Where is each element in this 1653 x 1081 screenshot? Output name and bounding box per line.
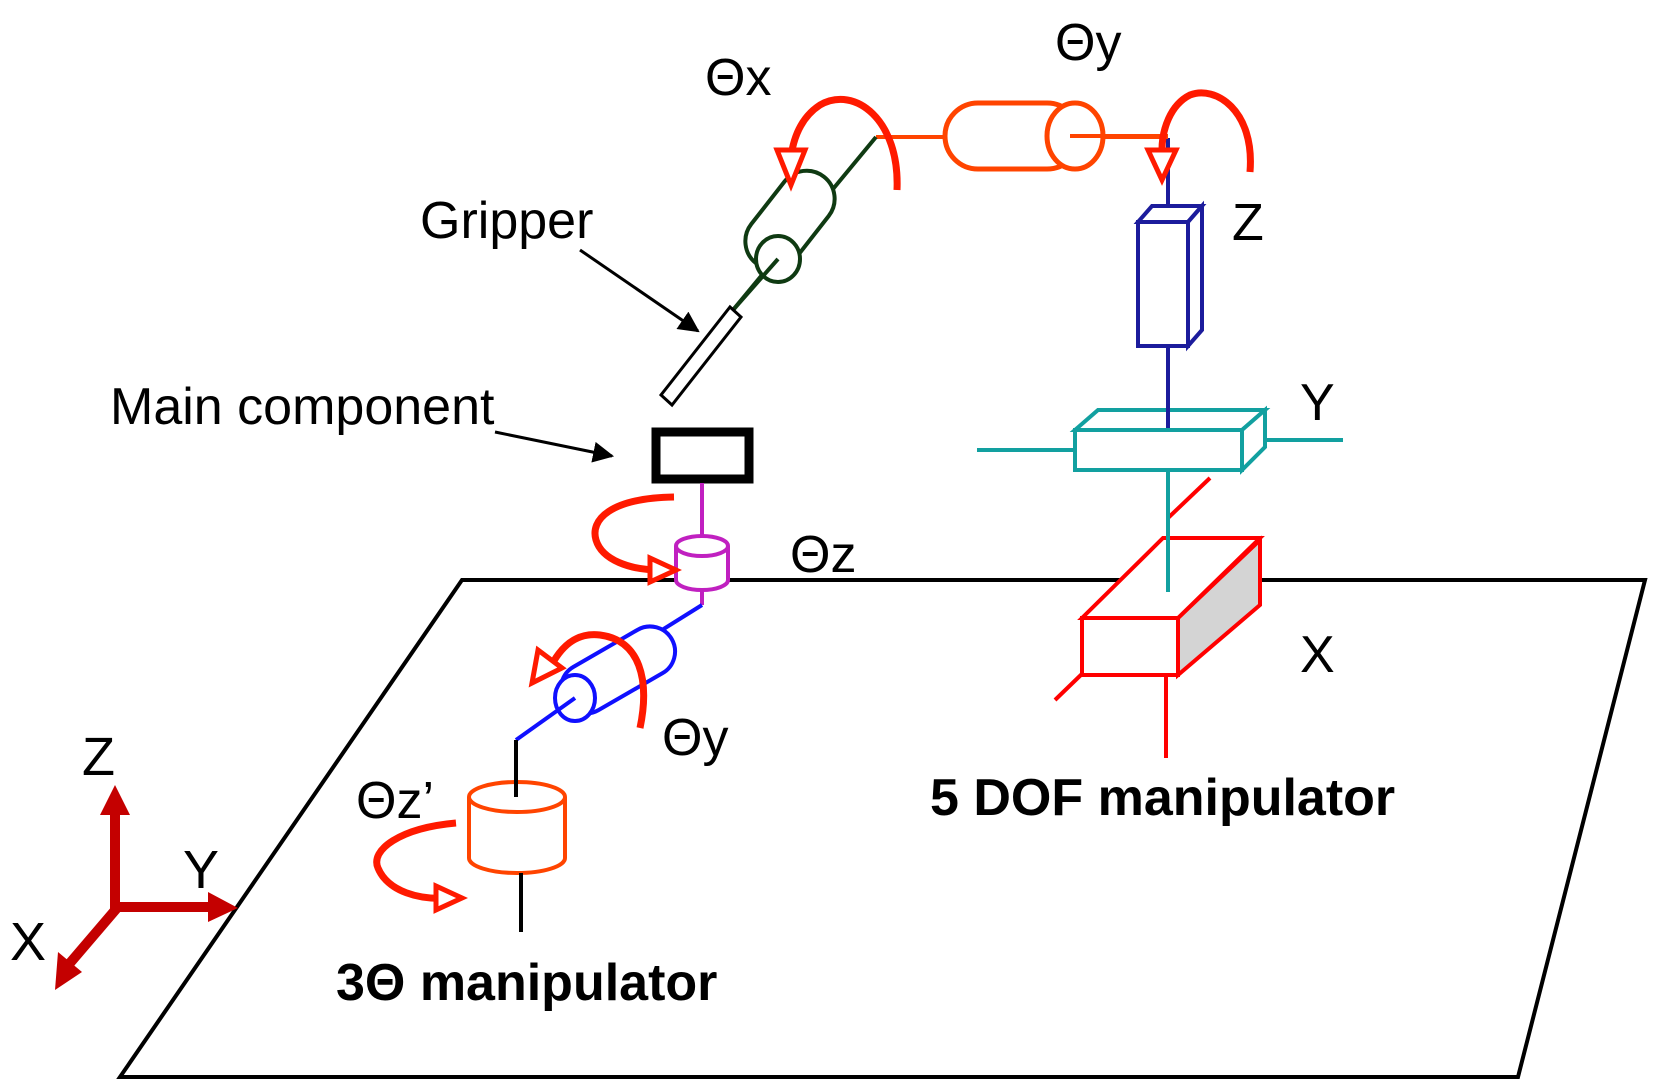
main-component-leader-arrow	[494, 430, 615, 463]
label-gripper: Gripper	[420, 192, 593, 250]
theta-y-top-arrowhead	[1144, 147, 1180, 186]
z-stage-side-face	[1186, 200, 1204, 352]
label-frame-y: Y	[183, 840, 219, 900]
label-x-stage: X	[1300, 626, 1335, 684]
theta-z-cylinder-top	[674, 534, 730, 558]
label-frame-z: Z	[82, 727, 115, 787]
label-y-stage: Y	[1300, 374, 1335, 432]
theta-x-shaft-lower	[731, 257, 780, 312]
label-theta-x-top: Θx	[705, 49, 771, 107]
theta-z-arrowhead	[647, 554, 682, 586]
frame-x-axis	[66, 904, 121, 967]
label-theta-y-bottom: Θy	[662, 709, 728, 767]
x-stage-front-face	[1080, 616, 1180, 677]
label-theta-y-top: Θy	[1055, 14, 1121, 72]
frame-x-arrowhead	[55, 952, 82, 990]
label-3-theta-manipulator: 3Θ manipulator	[336, 954, 717, 1012]
label-5-dof-manipulator: 5 DOF manipulator	[930, 769, 1395, 827]
frame-y-arrowhead	[208, 892, 238, 922]
gripper-leader-arrow	[579, 248, 700, 333]
theta-y-bottom-arrowhead	[528, 645, 567, 688]
theta-x-rotation-arrow	[786, 96, 901, 191]
theta-z-prime-cylinder	[467, 797, 567, 875]
theta-z-prime-rotation-arrow	[373, 819, 457, 902]
x-stage-rail-back	[1166, 476, 1212, 520]
label-theta-z-prime: Θz’	[356, 772, 434, 830]
theta-y-bottom-shaft-lower	[514, 696, 577, 742]
y-stage-front-face	[1073, 428, 1244, 472]
theta-y-bottom-rotation-arrow	[546, 631, 648, 729]
three-theta-manipulator	[373, 483, 730, 932]
main-component	[651, 427, 754, 484]
theta-x-arrowhead	[773, 147, 809, 192]
z-stage-front-face	[1136, 220, 1190, 348]
theta-z-rotation-arrow	[591, 493, 675, 574]
coordinate-frame	[55, 785, 238, 990]
label-frame-x: X	[10, 912, 46, 972]
label-z-top: Z	[1232, 194, 1264, 252]
label-theta-z: Θz	[790, 526, 856, 584]
theta-y-top-rotation-arrow	[1158, 89, 1254, 173]
frame-z-arrowhead	[100, 785, 130, 815]
theta-z-prime-arrowhead	[433, 882, 468, 914]
five-dof-manipulator	[658, 89, 1343, 758]
gripper	[658, 304, 744, 408]
label-main-component: Main component	[110, 378, 495, 436]
